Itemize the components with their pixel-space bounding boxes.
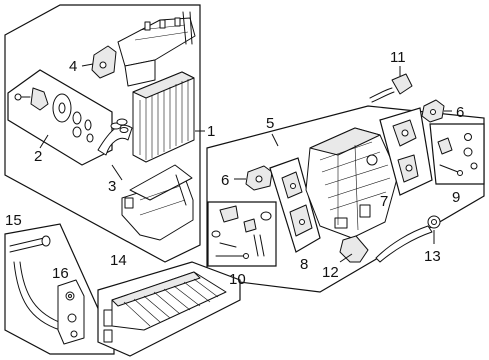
callout-3: 3 bbox=[108, 178, 116, 195]
leader-3 bbox=[111, 164, 123, 181]
callout-1: 1 bbox=[207, 123, 215, 140]
leader-4 bbox=[81, 63, 94, 67]
frame-group-7 bbox=[379, 107, 433, 196]
heater-case-housing bbox=[305, 127, 399, 239]
callout-8: 8 bbox=[300, 256, 308, 273]
seal-kit-part-16 bbox=[57, 279, 85, 345]
upper-case-cover bbox=[117, 11, 196, 87]
expansion-tube-part-3 bbox=[97, 118, 133, 156]
heater-core-part-14 bbox=[103, 271, 227, 343]
linkage-kit-part-10 bbox=[211, 205, 272, 259]
callout-15: 15 bbox=[5, 212, 22, 229]
callout-12: 12 bbox=[322, 264, 339, 281]
callout-10: 10 bbox=[229, 271, 246, 288]
mounting-bracket-part-4 bbox=[91, 45, 117, 79]
linkage-parts-part-9 bbox=[437, 133, 478, 176]
actuator-part-7 bbox=[392, 119, 419, 183]
frame-group-9 bbox=[429, 123, 485, 185]
sensor-part-11 bbox=[369, 66, 413, 103]
callout-16: 16 bbox=[52, 265, 69, 282]
leader-5 bbox=[271, 133, 279, 147]
callout-labels: 1 2 3 4 5 6 6 7 8 9 10 11 12 13 14 15 16 bbox=[5, 49, 464, 288]
bracket-part-6-right bbox=[421, 99, 452, 123]
group-heater-pipes bbox=[4, 223, 115, 355]
callout-7: 7 bbox=[380, 193, 388, 210]
callout-13: 13 bbox=[424, 248, 441, 265]
callout-11: 11 bbox=[390, 49, 406, 66]
callout-5: 5 bbox=[266, 115, 274, 132]
callout-2: 2 bbox=[34, 148, 42, 165]
actuator-part-8 bbox=[281, 171, 313, 237]
blower-parts-part-2 bbox=[14, 87, 94, 143]
group-evaporator-case bbox=[4, 4, 205, 263]
hose-part-12 bbox=[339, 235, 369, 263]
callout-9: 9 bbox=[452, 189, 460, 206]
bracket-part-6-left bbox=[234, 165, 273, 191]
hose-part-13 bbox=[375, 215, 441, 263]
lower-case bbox=[121, 164, 194, 241]
evaporator-core bbox=[132, 71, 195, 163]
callout-14: 14 bbox=[110, 252, 127, 269]
group-heater-core bbox=[97, 261, 241, 357]
callout-4: 4 bbox=[69, 58, 77, 75]
leader-2 bbox=[39, 134, 49, 149]
callout-6-right: 6 bbox=[456, 104, 464, 121]
callout-6-left: 6 bbox=[221, 172, 229, 189]
group-heater-case bbox=[206, 99, 485, 293]
